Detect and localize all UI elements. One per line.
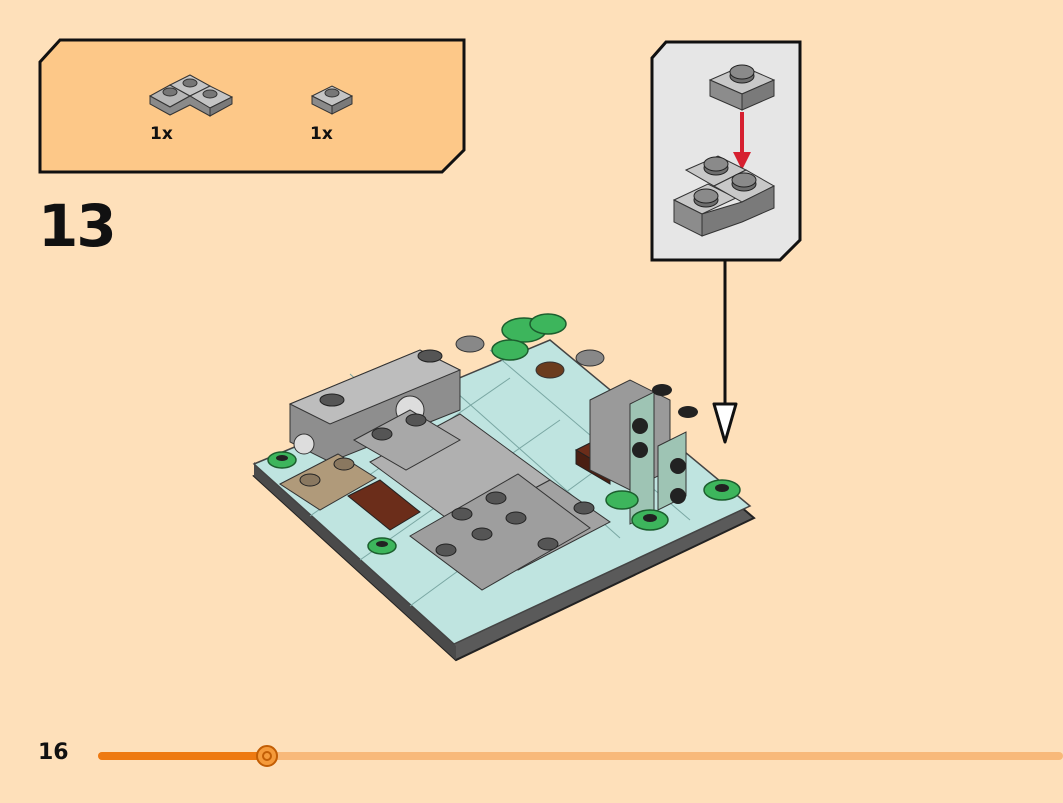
parts-list-panel: 1x 1x <box>38 38 466 174</box>
assembly-callout <box>650 40 802 262</box>
page-number: 16 <box>38 740 69 765</box>
corner-plate-icon <box>148 74 234 117</box>
part-quantity-single: 1x <box>310 124 333 144</box>
single-plate-icon <box>310 85 354 115</box>
build-model-illustration <box>250 300 760 670</box>
progress-fill <box>98 752 267 760</box>
progress-knob-icon <box>256 745 278 767</box>
progress-bar <box>98 745 1063 768</box>
progress-track <box>98 752 1063 760</box>
falling-plate-icon <box>708 64 776 111</box>
part-quantity-corner: 1x <box>150 124 173 144</box>
red-down-arrow-icon <box>733 112 751 170</box>
placement-arrow-icon <box>712 260 738 444</box>
step-number: 13 <box>38 192 117 260</box>
corner-plate-target-icon <box>672 155 776 237</box>
